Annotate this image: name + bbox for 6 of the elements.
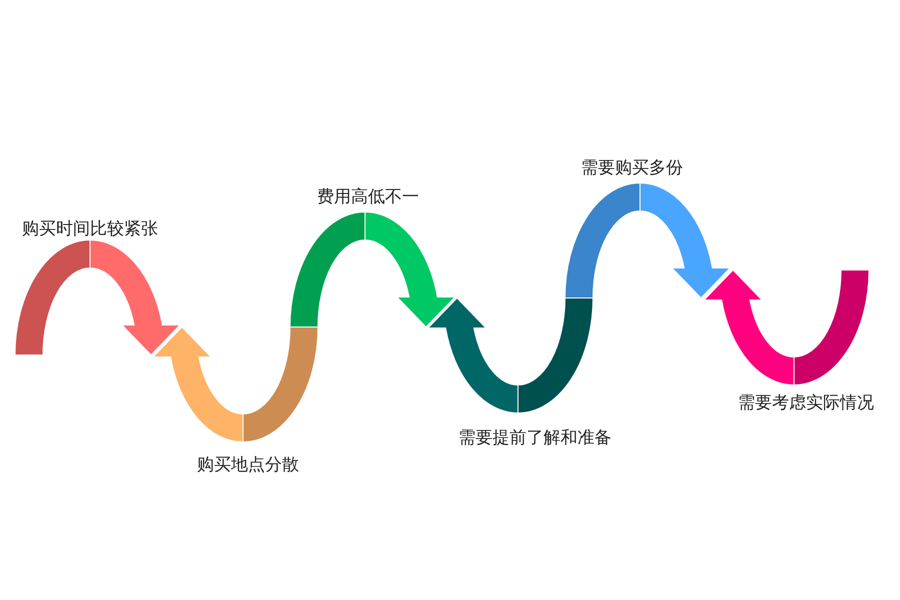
step-label: 需要考虑实际情况: [738, 393, 874, 413]
step-label: 购买时间比较紧张: [22, 219, 158, 239]
step-label: 费用高低不一: [317, 187, 419, 207]
step-label: 需要购买多份: [581, 158, 683, 178]
step-label: 购买地点分散: [197, 455, 299, 475]
step-label: 需要提前了解和准备: [458, 428, 612, 448]
